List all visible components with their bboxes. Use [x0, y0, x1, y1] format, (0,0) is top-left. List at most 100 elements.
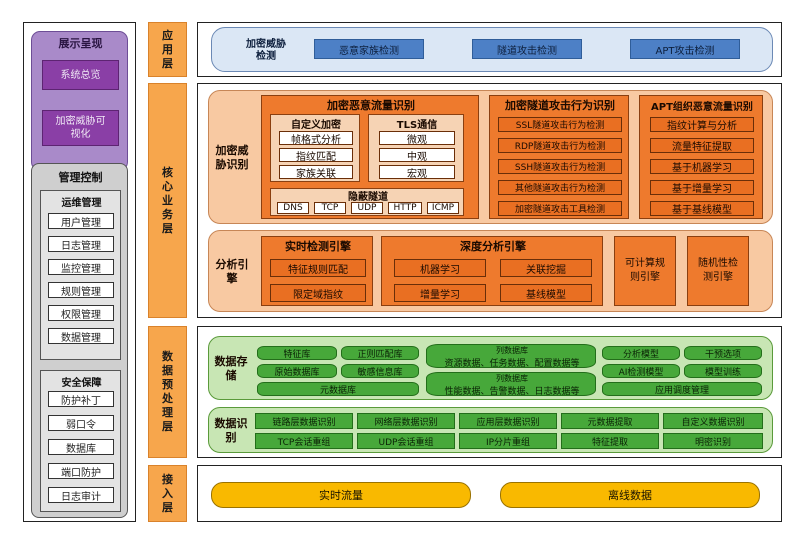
traffic-feature-extract-button[interactable]: 流量特征提取 — [650, 138, 754, 153]
incremental-learning-button[interactable]: 增量学习 — [394, 284, 486, 302]
model-training-db[interactable]: 模型训练 — [684, 364, 762, 378]
rdp-tunnel-detection-button[interactable]: RDP隧道攻击行为检测 — [498, 138, 622, 153]
domain-fingerprint-button[interactable]: 限定域指纹 — [270, 284, 366, 302]
offline-data-button[interactable]: 离线数据 — [500, 482, 760, 508]
column-db-2[interactable]: 列数据库 性能数据、告警数据、日志数据等 — [426, 372, 596, 397]
feature-extract-button[interactable]: 特征提取 — [561, 433, 659, 449]
storage-label: 数据存储 — [214, 355, 248, 382]
data-layer-label: 数据预处理层 — [148, 326, 187, 458]
feature-rule-match-button[interactable]: 特征规则匹配 — [270, 259, 366, 277]
apt-attack-detection-button[interactable]: APT攻击检测 — [630, 39, 740, 59]
malicious-traffic-title: 加密恶意流量识别 — [327, 99, 415, 112]
column-db-2-title: 列数据库 — [496, 374, 528, 383]
sensitive-db[interactable]: 敏感信息库 — [341, 364, 419, 378]
user-management-button[interactable]: 用户管理 — [48, 213, 114, 229]
plain-cipher-recognition-button[interactable]: 明密识别 — [663, 433, 763, 449]
meso-button[interactable]: 中观 — [379, 148, 455, 163]
regex-db[interactable]: 正则匹配库 — [341, 346, 419, 360]
network-layer-recognition-button[interactable]: 网络层数据识别 — [357, 413, 455, 429]
data-management-button[interactable]: 数据管理 — [48, 328, 114, 344]
system-overview-button[interactable]: 系统总览 — [42, 60, 119, 90]
patch-button[interactable]: 防护补丁 — [48, 391, 114, 407]
app-layer-recognition-button[interactable]: 应用层数据识别 — [459, 413, 557, 429]
raw-db[interactable]: 原始数据库 — [257, 364, 337, 378]
incremental-learning-based-button[interactable]: 基于增量学习 — [650, 180, 754, 195]
computable-rule-engine-button[interactable]: 可计算规则引擎 — [614, 236, 676, 306]
deep-engine-box: 深度分析引擎 机器学习 关联挖掘 增量学习 基线模型 — [381, 236, 603, 306]
analysis-model-db[interactable]: 分析模型 — [602, 346, 680, 360]
machine-learning-based-button[interactable]: 基于机器学习 — [650, 159, 754, 174]
tunnel-attack-title: 加密隧道攻击行为识别 — [505, 99, 615, 112]
management-title: 管理控制 — [58, 171, 103, 184]
ssh-tunnel-detection-button[interactable]: SSH隧道攻击行为检测 — [498, 159, 622, 174]
column-db-1-desc: 资源数据、任务数据、配置数据等 — [444, 358, 580, 369]
hidden-tunnel-title: 隐蔽隧道 — [348, 191, 388, 203]
display-panel: 展示呈现 系统总览 加密威胁可视化 — [31, 31, 128, 171]
link-layer-recognition-button[interactable]: 链路层数据识别 — [255, 413, 353, 429]
udp-button[interactable]: UDP — [351, 202, 383, 214]
malicious-family-detection-button[interactable]: 恶意家族检测 — [314, 39, 424, 59]
association-mining-button[interactable]: 关联挖掘 — [500, 259, 592, 277]
app-layer-frame: 加密威胁检测 恶意家族检测 隧道攻击检测 APT攻击检测 — [197, 22, 782, 77]
fingerprint-calc-button[interactable]: 指纹计算与分析 — [650, 117, 754, 132]
app-layer-label: 应用层 — [148, 22, 187, 77]
tunnel-tool-detection-button[interactable]: 加密隧道攻击工具检测 — [498, 201, 622, 216]
identify-panel: 加密威胁识别 加密恶意流量识别 自定义加密 帧格式分析 指纹匹配 家族关联 TL… — [208, 90, 773, 224]
threat-visualization-button[interactable]: 加密威胁可视化 — [42, 110, 119, 146]
core-layer-frame: 加密威胁识别 加密恶意流量识别 自定义加密 帧格式分析 指纹匹配 家族关联 TL… — [197, 83, 782, 318]
tls-title: TLS通信 — [396, 119, 438, 131]
tcp-session-reassembly-button[interactable]: TCP会话重组 — [255, 433, 353, 449]
metadata-extract-button[interactable]: 元数据提取 — [561, 413, 659, 429]
ip-fragment-reassembly-button[interactable]: IP分片重组 — [459, 433, 557, 449]
log-audit-button[interactable]: 日志审计 — [48, 487, 114, 503]
column-db-1-title: 列数据库 — [496, 346, 528, 355]
intervention-options-db[interactable]: 干预选项 — [684, 346, 762, 360]
metadata-db[interactable]: 元数据库 — [257, 382, 419, 396]
ops-title: 运维管理 — [61, 197, 102, 209]
ops-panel: 运维管理 用户管理 日志管理 监控管理 规则管理 权限管理 数据管理 — [40, 190, 121, 360]
left-column: 展示呈现 系统总览 加密威胁可视化 管理控制 运维管理 用户管理 日志管理 监控… — [23, 22, 136, 522]
frame-format-analysis-button[interactable]: 帧格式分析 — [279, 131, 353, 146]
database-button[interactable]: 数据库 — [48, 439, 114, 455]
macro-button[interactable]: 宏观 — [379, 165, 455, 180]
management-panel: 管理控制 运维管理 用户管理 日志管理 监控管理 规则管理 权限管理 数据管理 … — [31, 163, 128, 518]
tcp-button[interactable]: TCP — [314, 202, 346, 214]
port-protection-button[interactable]: 端口防护 — [48, 463, 114, 479]
dns-button[interactable]: DNS — [277, 202, 309, 214]
ssl-tunnel-detection-button[interactable]: SSL隧道攻击行为检测 — [498, 117, 622, 132]
baseline-model-button[interactable]: 基线模型 — [500, 284, 592, 302]
machine-learning-button[interactable]: 机器学习 — [394, 259, 486, 277]
realtime-traffic-button[interactable]: 实时流量 — [211, 482, 471, 508]
security-panel: 安全保障 防护补丁 弱口令 数据库 端口防护 日志审计 — [40, 370, 121, 512]
log-management-button[interactable]: 日志管理 — [48, 236, 114, 252]
access-layer-label: 接入层 — [148, 465, 187, 522]
http-button[interactable]: HTTP — [388, 202, 422, 214]
other-tunnel-detection-button[interactable]: 其他隧道攻击行为检测 — [498, 180, 622, 195]
ai-detection-model-db[interactable]: AI检测模型 — [602, 364, 680, 378]
custom-encryption-box: 自定义加密 帧格式分析 指纹匹配 家族关联 — [270, 114, 360, 182]
deep-engine-title: 深度分析引擎 — [460, 239, 526, 253]
rule-management-button[interactable]: 规则管理 — [48, 282, 114, 298]
realtime-engine-title: 实时检测引擎 — [285, 239, 351, 253]
app-layer-panel: 加密威胁检测 恶意家族检测 隧道攻击检测 APT攻击检测 — [211, 27, 773, 72]
family-association-button[interactable]: 家族关联 — [279, 165, 353, 180]
tunnel-attack-box: 加密隧道攻击行为识别 SSL隧道攻击行为检测 RDP隧道攻击行为检测 SSH隧道… — [489, 95, 629, 219]
engine-label: 分析引擎 — [215, 258, 249, 285]
apt-traffic-title: APT组织恶意流量识别 — [651, 101, 753, 113]
tunnel-attack-detection-button[interactable]: 隧道攻击检测 — [472, 39, 582, 59]
baseline-model-based-button[interactable]: 基于基线模型 — [650, 201, 754, 216]
micro-button[interactable]: 微观 — [379, 131, 455, 146]
icmp-button[interactable]: ICMP — [427, 202, 459, 214]
udp-session-reassembly-button[interactable]: UDP会话重组 — [357, 433, 455, 449]
malicious-traffic-box: 加密恶意流量识别 自定义加密 帧格式分析 指纹匹配 家族关联 TLS通信 微观 … — [261, 95, 479, 219]
fingerprint-match-button[interactable]: 指纹匹配 — [279, 148, 353, 163]
app-scheduling-db[interactable]: 应用调度管理 — [602, 382, 762, 396]
randomness-engine-button[interactable]: 随机性检测引擎 — [687, 236, 749, 306]
feature-db[interactable]: 特征库 — [257, 346, 337, 360]
engine-panel: 分析引擎 实时检测引擎 特征规则匹配 限定域指纹 深度分析引擎 机器学习 关联挖… — [208, 230, 773, 312]
permission-management-button[interactable]: 权限管理 — [48, 305, 114, 321]
column-db-1[interactable]: 列数据库 资源数据、任务数据、配置数据等 — [426, 344, 596, 369]
weak-password-button[interactable]: 弱口令 — [48, 415, 114, 431]
monitor-management-button[interactable]: 监控管理 — [48, 259, 114, 275]
custom-data-recognition-button[interactable]: 自定义数据识别 — [663, 413, 763, 429]
